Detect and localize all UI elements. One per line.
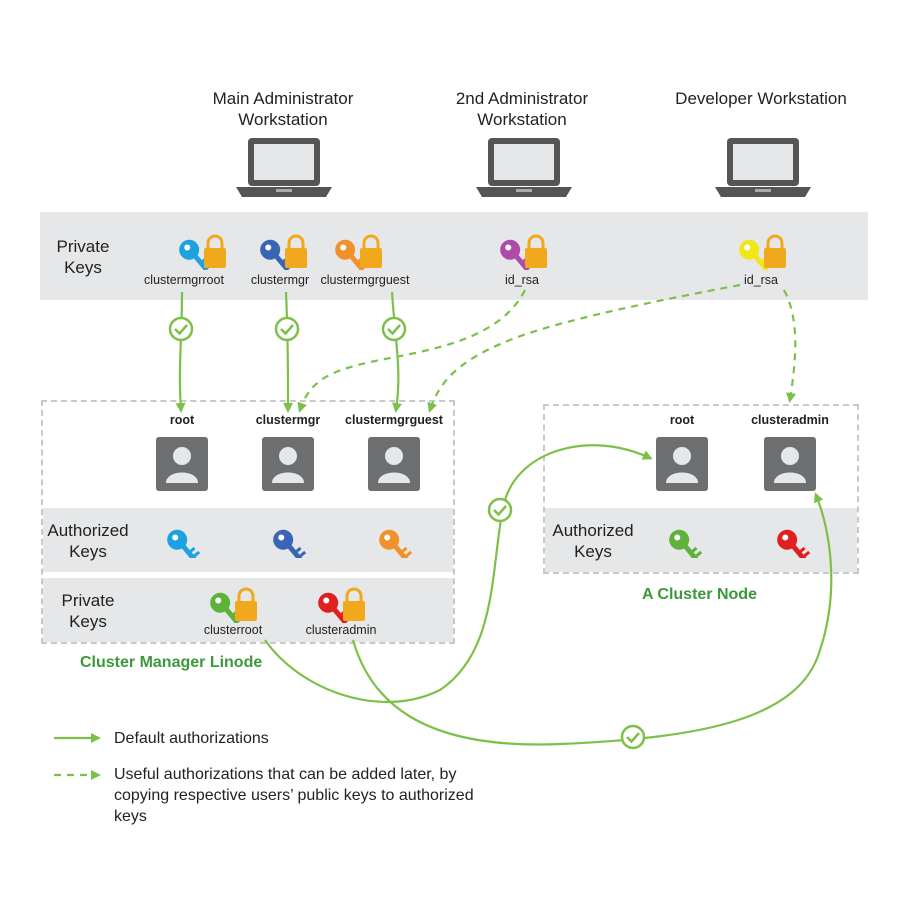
user-avatar-icon: [368, 437, 420, 491]
manager-private-keys-label: Private Keys: [61, 591, 115, 631]
key-lock-icon: [260, 234, 307, 270]
node-user-root-label: root: [669, 413, 695, 427]
key-label-id-rsa-second: id_rsa: [504, 273, 540, 287]
arrow-clustermgrguest-to-clustermgrguest: [390, 291, 402, 413]
key-label-clustermgr: clustermgr: [250, 273, 310, 287]
laptop-icon: [715, 138, 811, 197]
check-circle-icon: [620, 724, 646, 750]
laptop-icon: [236, 138, 332, 197]
check-circle-icon: [487, 497, 513, 523]
key-label-clustermgrguest: clustermgrguest: [320, 273, 410, 287]
check-circle-icon: [381, 316, 407, 342]
key-label-clustermgrroot: clustermgrroot: [144, 273, 224, 287]
arrow-second-idrsa-to-clustermgr: [297, 289, 526, 413]
key-lock-icon: [179, 234, 226, 270]
manager-user-root-label: root: [169, 413, 195, 427]
main-admin-workstation-label: Main Administrator Workstation: [212, 89, 354, 129]
key-lock-icon: [335, 234, 382, 270]
cluster-node-panel: [543, 404, 859, 574]
key-lock-icon: [318, 587, 365, 623]
arrow-clustermgr-to-clustermgr: [282, 291, 293, 413]
user-avatar-icon: [156, 437, 208, 491]
laptop-icon: [476, 138, 572, 197]
legend-useful-text: Useful authorizations that can be added …: [114, 766, 474, 825]
node-user-clusteradmin-label: clusteradmin: [751, 413, 829, 427]
key-lock-icon: [210, 587, 257, 623]
node-authorized-keys-label: Authorized Keys: [552, 521, 634, 561]
manager-authorized-keys-label: Authorized Keys: [47, 521, 129, 561]
node-authorized-band: [545, 508, 857, 572]
cluster-manager-title: Cluster Manager Linode: [80, 654, 263, 671]
key-label-id-rsa-developer: id_rsa: [743, 273, 779, 287]
key-label-clusteradmin: clusteradmin: [305, 623, 377, 637]
user-avatar-icon: [764, 437, 816, 491]
authorized-key-icon: [273, 529, 307, 558]
manager-user-clustermgrguest-label: clustermgrguest: [345, 413, 443, 427]
arrow-clusterroot-to-node-root: [264, 444, 653, 704]
manager-user-clustermgr-label: clustermgr: [255, 413, 321, 427]
second-admin-workstation-label: 2nd Administrator Workstation: [455, 89, 589, 129]
arrow-clustermgrroot-to-root: [175, 291, 186, 413]
developer-workstation-label: Developer Workstation: [675, 89, 847, 108]
key-label-clusterroot: clusterroot: [203, 623, 263, 637]
private-keys-label: Private Keys: [56, 237, 110, 277]
user-avatar-icon: [656, 437, 708, 491]
check-circle-icon: [274, 316, 300, 342]
authorized-key-icon: [669, 529, 703, 558]
check-circle-icon: [168, 316, 194, 342]
authorized-key-icon: [777, 529, 811, 558]
cluster-node-title: A Cluster Node: [642, 586, 757, 603]
private-keys-band: [40, 212, 868, 300]
arrow-dev-idrsa-to-clusteradmin: [783, 289, 797, 403]
key-lock-icon: [500, 234, 547, 270]
arrow-clusteradmin-to-node-clusteradmin: [351, 492, 833, 746]
authorized-key-icon: [379, 529, 413, 558]
key-lock-icon: [739, 234, 786, 270]
authorized-key-icon: [167, 529, 201, 558]
arrow-dev-idrsa-to-clustermgrguest: [427, 283, 741, 413]
user-avatar-icon: [262, 437, 314, 491]
legend-default-text: Default authorizations: [114, 730, 269, 747]
cluster-manager-panel: [41, 400, 455, 644]
